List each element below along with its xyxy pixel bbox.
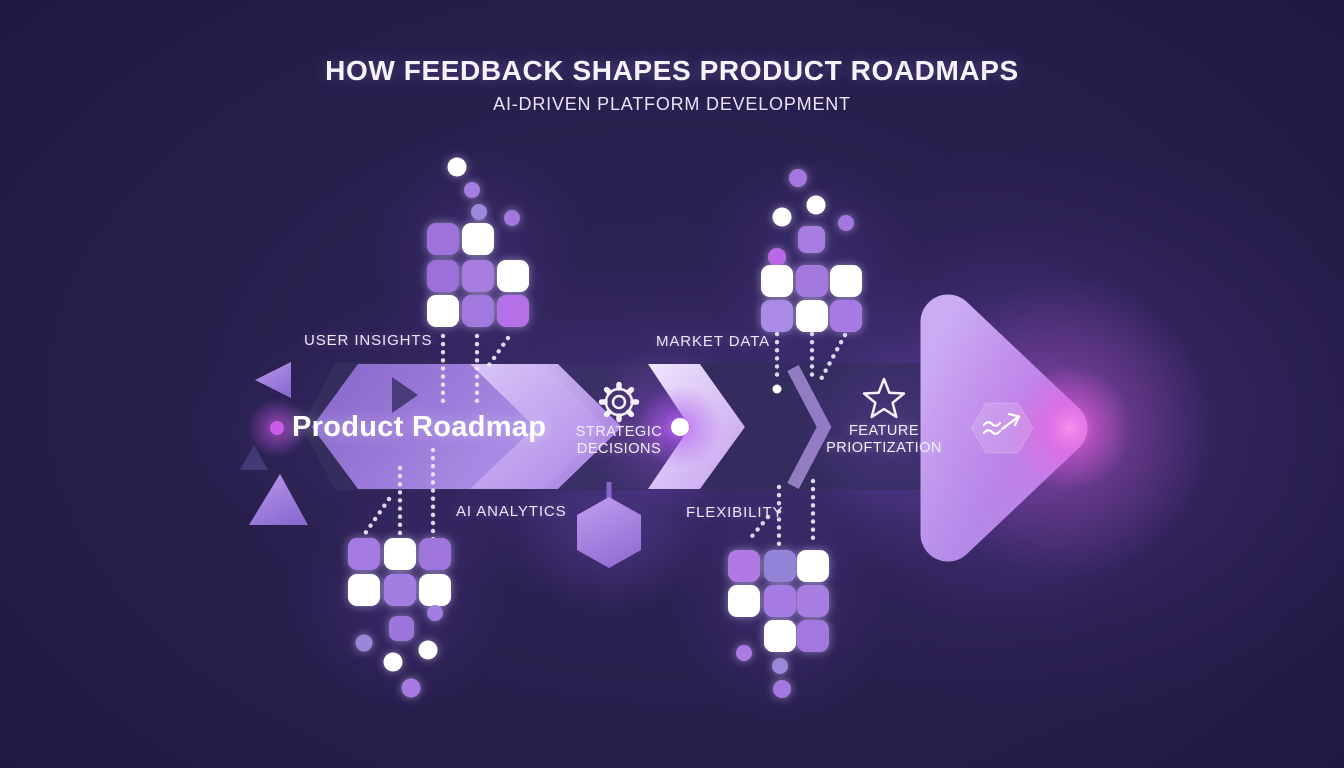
label-ai-analytics: AI ANALYTICS — [456, 503, 567, 520]
dotted-connectors — [359, 331, 848, 554]
label-feature-prioritization: FEATURE PRIOFTIZATION — [809, 423, 959, 456]
label-strategic-decisions: STRATEGIC DECISIONS — [544, 424, 694, 457]
label-user-insights: USER INSIGHTS — [304, 332, 433, 349]
gear-icon — [598, 381, 640, 423]
outcome-arrow — [918, 278, 1218, 578]
pendant-hexagon — [577, 482, 641, 568]
cluster-flexibility — [728, 550, 829, 698]
cluster-ai-analytics — [348, 538, 451, 698]
star-icon — [862, 377, 906, 419]
trend-arrow-icon — [982, 412, 1021, 435]
feature-line2: PRIOFTIZATION — [826, 439, 942, 456]
milestone-dots — [247, 385, 722, 469]
cluster-user-insights — [427, 157, 529, 327]
connector-endpoint-dot — [772, 384, 782, 394]
cluster-market-data — [761, 169, 862, 332]
page-title: HOW FEEDBACK SHAPES PRODUCT ROADMAPS — [325, 55, 1019, 86]
product-roadmap-label: Product Roadmap — [292, 411, 547, 443]
strategic-line2: DECISIONS — [576, 440, 662, 457]
label-market-data: MARKET DATA — [656, 333, 771, 350]
label-flexibility: FLEXIBILITY — [686, 504, 784, 521]
trend-arrow-badge — [970, 402, 1034, 454]
play-triangle — [392, 377, 418, 413]
page-subtitle: AI-DRIVEN PLATFORM DEVELOPMENT — [493, 94, 851, 114]
strategic-line1: STRATEGIC — [575, 424, 663, 440]
decorative-triangles — [240, 362, 308, 525]
feature-line1: FEATURE — [848, 423, 920, 439]
